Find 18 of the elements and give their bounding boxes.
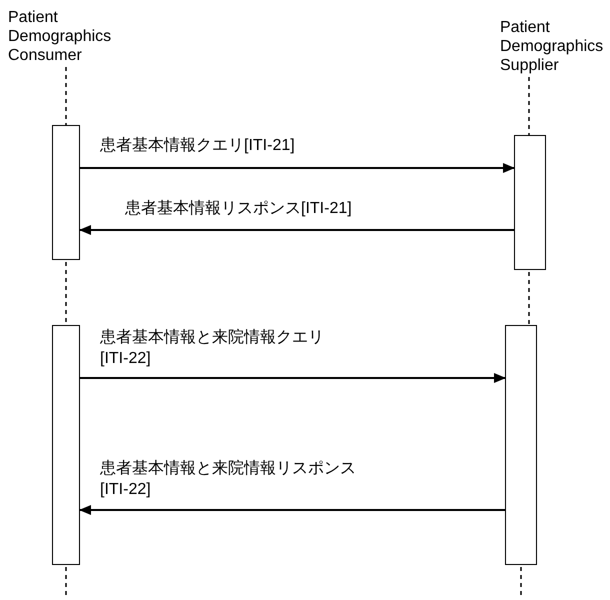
activation-bar [514, 135, 546, 270]
message-arrow [80, 373, 506, 383]
lifeline [65, 567, 67, 598]
lifeline [528, 77, 530, 135]
lifeline [520, 567, 522, 598]
lifeline [65, 67, 67, 125]
message-arrow [79, 505, 505, 515]
activation-bar [52, 125, 80, 260]
lifeline-label: Patient Demographics Supplier [500, 18, 610, 75]
lifeline [528, 272, 530, 325]
lifeline [65, 262, 67, 325]
activation-bar [505, 325, 537, 565]
activation-bar [52, 325, 80, 565]
lifeline-label: Patient Demographics Consumer [8, 8, 120, 65]
message-label: 患者基本情報リスポンス[ITI-21] [125, 198, 352, 219]
message-arrow [80, 163, 515, 173]
message-label: 患者基本情報クエリ[ITI-21] [100, 135, 295, 156]
message-arrow [79, 225, 514, 235]
